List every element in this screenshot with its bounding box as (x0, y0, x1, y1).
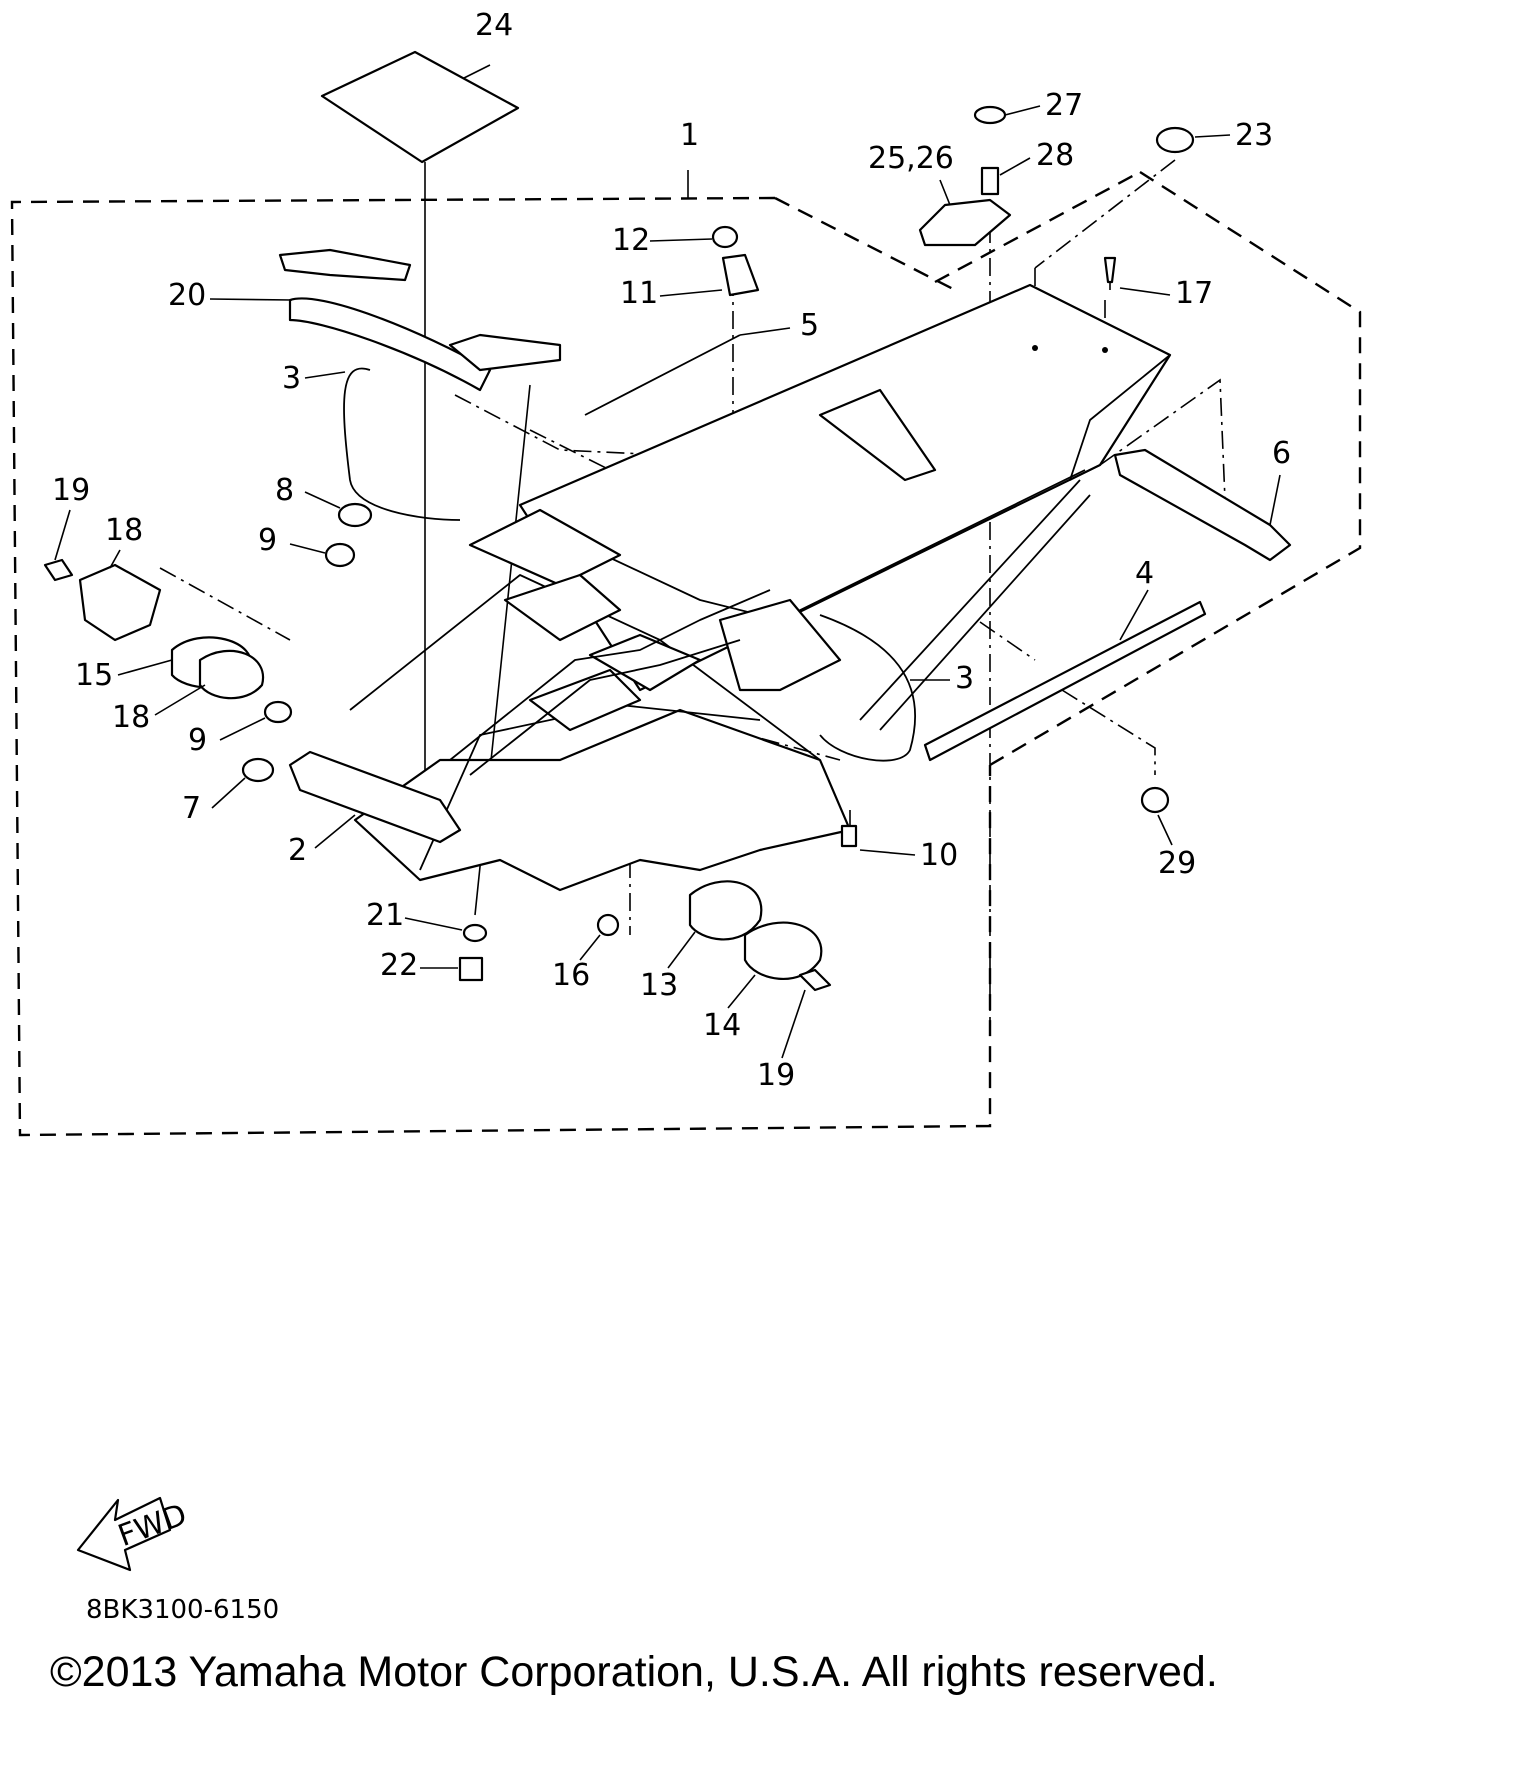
callout-9-upper: 9 (258, 523, 277, 558)
drawing-code: 8BK3100-6150 (86, 1595, 280, 1625)
callout-10: 10 (920, 838, 958, 873)
gasket-13 (688, 880, 763, 941)
bolt-27 (973, 105, 1007, 125)
callout-18-lower: 18 (112, 700, 150, 735)
callout-19-right: 19 (757, 1058, 795, 1093)
callout-15: 15 (75, 658, 113, 693)
label-sheet-24 (320, 50, 520, 164)
nut-16 (596, 913, 620, 937)
handle-bar-3-left (343, 367, 461, 521)
gasket-18-upper (78, 563, 162, 642)
callout-3-left: 3 (282, 361, 301, 396)
cap-23 (1155, 126, 1195, 154)
cap-22 (458, 956, 484, 982)
handle-bar-3-right (819, 614, 916, 762)
callout-2: 2 (288, 833, 307, 868)
callout-29: 29 (1158, 846, 1196, 881)
collar-28 (980, 166, 1000, 196)
callout-labels: 24 1 27 23 25,26 28 12 11 17 20 5 3 6 19… (52, 8, 1291, 1093)
callout-13: 13 (640, 968, 678, 1003)
callout-5: 5 (800, 308, 819, 343)
callout-7: 7 (182, 791, 201, 826)
main-frame-1 (349, 283, 1172, 892)
callout-16: 16 (552, 958, 590, 993)
small-parts (43, 105, 1195, 992)
rivet-10 (840, 824, 858, 848)
callout-24: 24 (475, 8, 513, 43)
bracket-11 (721, 253, 760, 297)
callout-20: 20 (168, 278, 206, 313)
nut-29 (1140, 786, 1170, 814)
rod-5 (584, 334, 741, 416)
screw-19-left (43, 558, 74, 582)
grommet-21 (462, 923, 488, 943)
block-25-26 (918, 198, 1012, 247)
callout-4: 4 (1135, 556, 1154, 591)
callout-21: 21 (366, 898, 404, 933)
callout-22: 22 (380, 948, 418, 983)
front-bar-20 (278, 248, 562, 392)
nut-12 (711, 225, 739, 249)
front-beam-2 (288, 750, 462, 844)
callout-23: 23 (1235, 118, 1273, 153)
rail-4 (923, 600, 1207, 762)
seal-14 (743, 921, 823, 981)
callout-8: 8 (275, 473, 294, 508)
callout-17: 17 (1175, 276, 1213, 311)
rear-bracket-6 (1113, 448, 1292, 562)
callout-19-left: 19 (52, 473, 90, 508)
plug-9-lower (263, 700, 293, 724)
gasket-18-lower (198, 649, 265, 700)
fwd-arrow-icon: FWD (76, 1496, 191, 1572)
leader-lines (159, 64, 1226, 1040)
callout-28: 28 (1036, 138, 1074, 173)
plug-7 (241, 757, 275, 783)
screw-19-right (798, 968, 832, 992)
callout-11: 11 (620, 276, 658, 311)
plug-9-upper (324, 542, 356, 568)
assembly-boundary (10, 170, 1362, 1137)
copyright-notice: ©2013 Yamaha Motor Corporation, U.S.A. A… (50, 1648, 1218, 1696)
callout-27: 27 (1045, 88, 1083, 123)
callout-18-upper: 18 (105, 513, 143, 548)
callout-3-right: 3 (955, 661, 974, 696)
callout-1: 1 (680, 118, 699, 153)
callout-6: 6 (1272, 436, 1291, 471)
callout-12: 12 (612, 223, 650, 258)
rivet-17 (1103, 256, 1117, 284)
callout-9-lower: 9 (188, 723, 207, 758)
callout-14: 14 (703, 1008, 741, 1043)
plug-8 (337, 502, 373, 528)
callout-25-26: 25,26 (868, 141, 954, 176)
